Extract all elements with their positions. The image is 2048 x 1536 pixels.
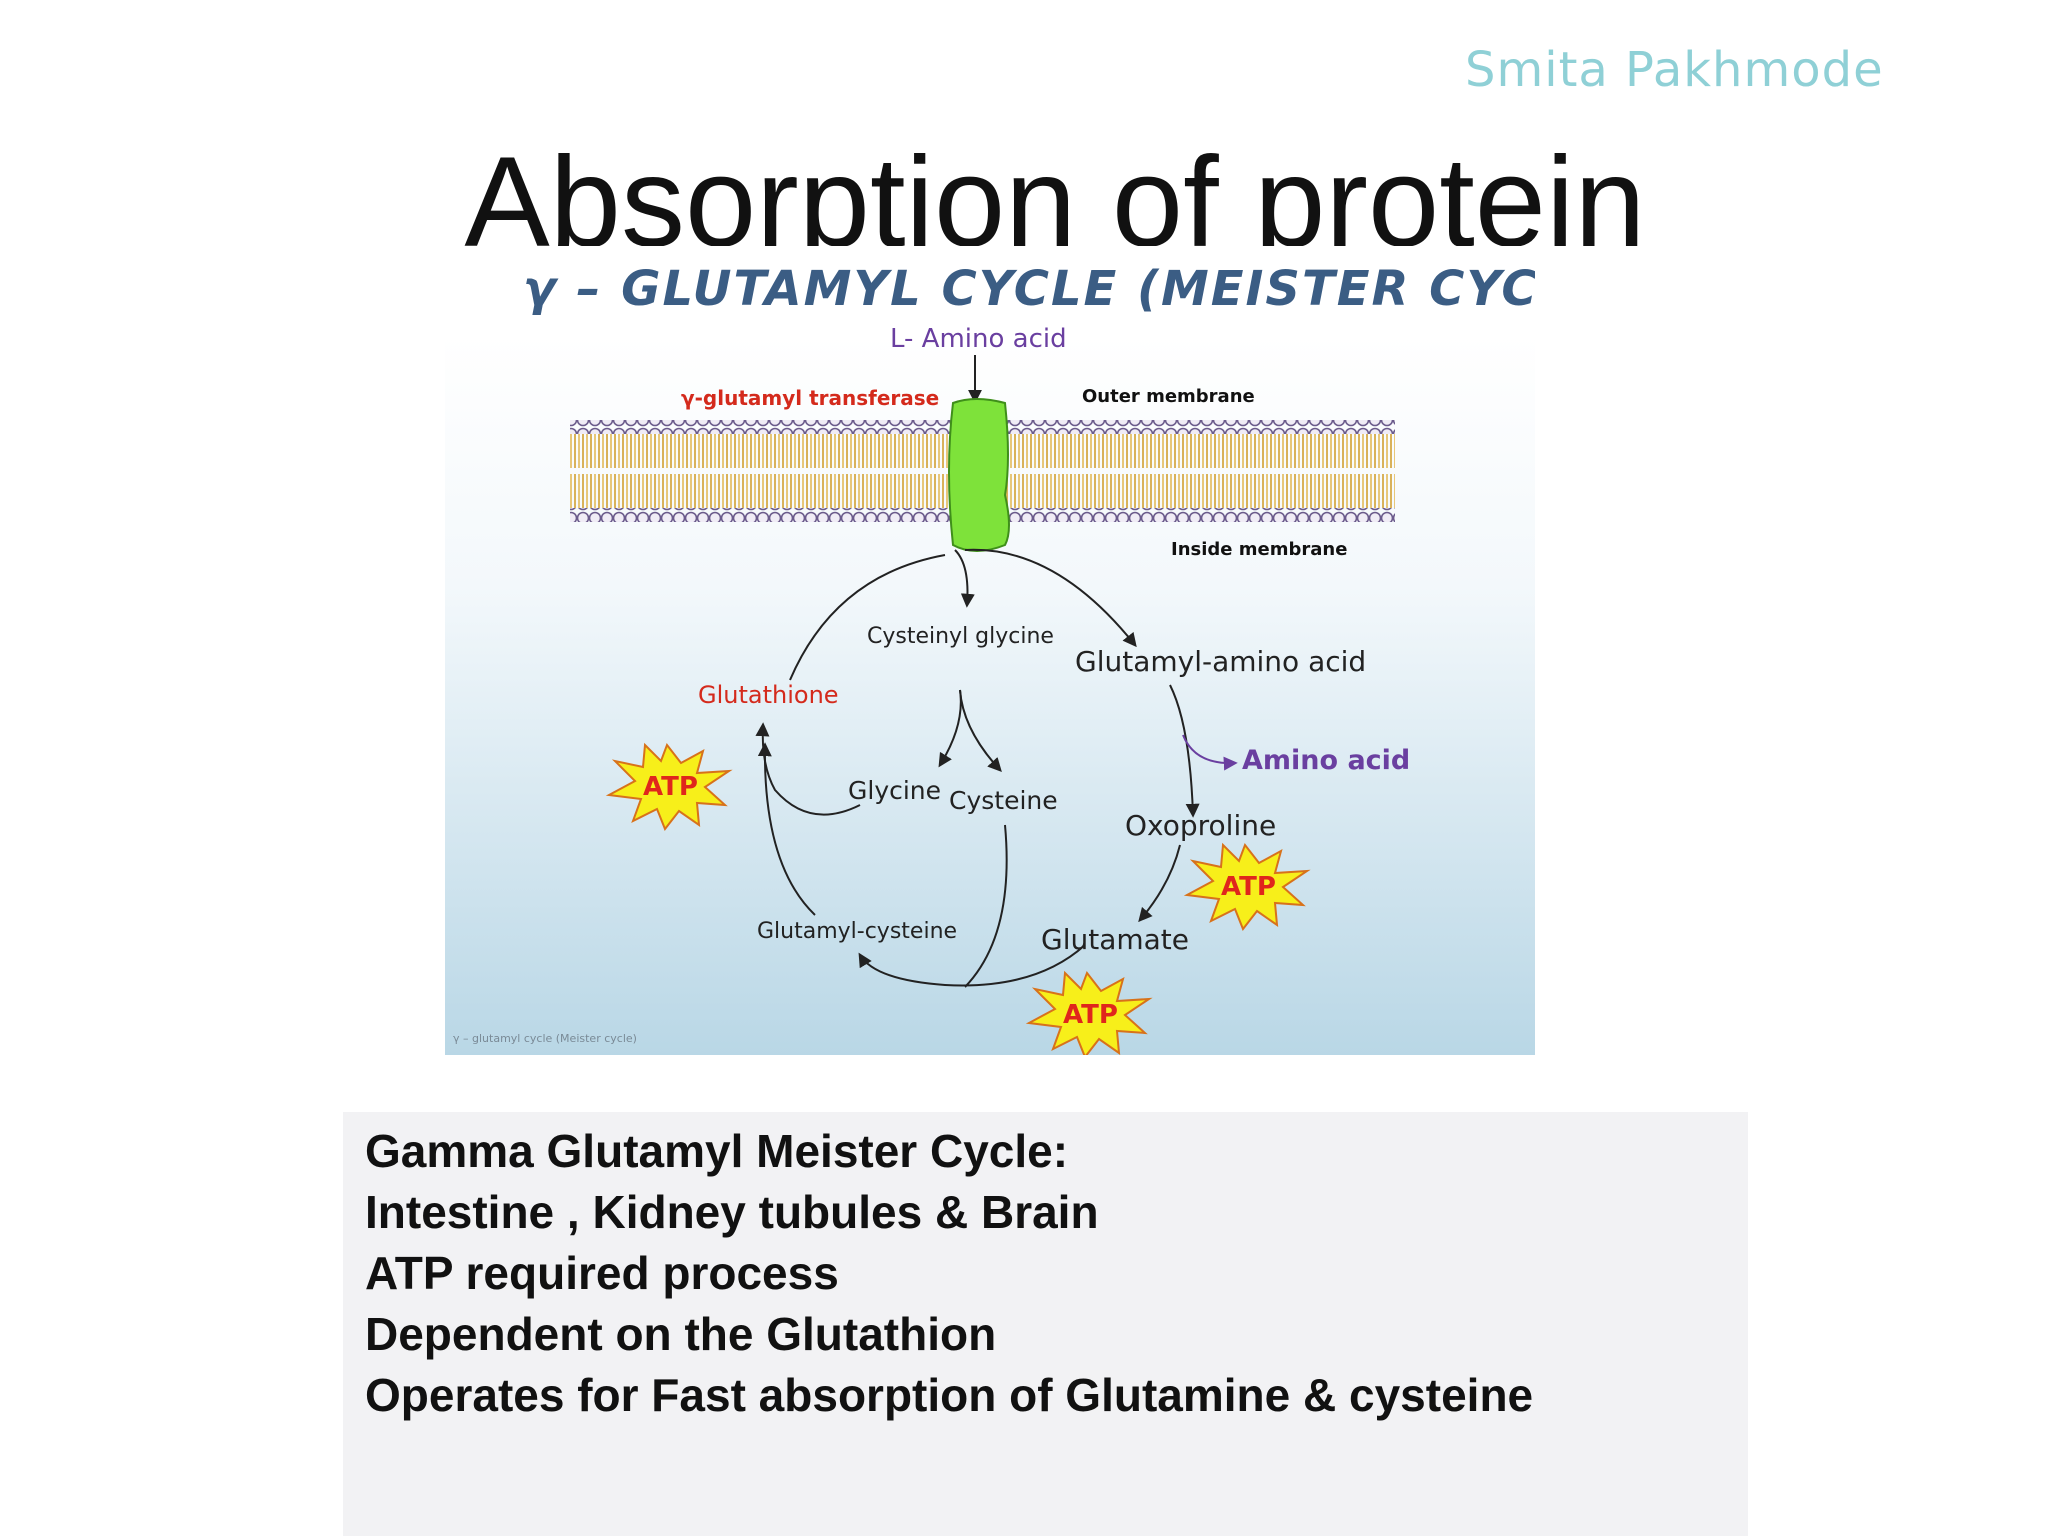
glutamate-label: Glutamate xyxy=(1041,923,1189,956)
glutathione-label: Glutathione xyxy=(698,681,839,709)
summary-box: Gamma Glutamyl Meister Cycle: Intestine … xyxy=(343,1112,1748,1536)
atp-label-left: ATP xyxy=(643,772,698,802)
summary-point: Intestine , Kidney tubules & Brain xyxy=(365,1186,1099,1238)
glutamyl-cysteine-label: Glutamyl-cysteine xyxy=(757,919,957,944)
enzyme-label: γ-glutamyl transferase xyxy=(681,386,939,410)
atp-label-right: ATP xyxy=(1221,872,1276,902)
summary-point: ATP required process xyxy=(365,1247,839,1299)
slide-title: Absorption of protein xyxy=(464,131,1646,246)
author-name: Smita Pakhmode xyxy=(1465,42,1884,98)
outer-membrane-label: Outer membrane xyxy=(1082,386,1255,407)
glutamyl-amino-acid-label: Glutamyl-amino acid xyxy=(1075,645,1366,678)
atp-label-bottom: ATP xyxy=(1063,1000,1118,1030)
meister-cycle-diagram: γ – GLUTAMYL CYCLE (MEISTER CYCLE) L- Am… xyxy=(445,261,1535,1055)
diagram-caption: γ – glutamyl cycle (Meister cycle) xyxy=(453,1032,637,1045)
atp-burst-right: ATP xyxy=(1183,842,1311,931)
atp-burst-left: ATP xyxy=(605,742,733,831)
summary-point: Operates for Fast absorption of Glutamin… xyxy=(365,1369,1534,1421)
amino-acid-label: Amino acid xyxy=(1242,745,1410,776)
summary-point: Gamma Glutamyl Meister Cycle: xyxy=(365,1125,1069,1177)
atp-burst-bottom: ATP xyxy=(1025,970,1153,1055)
l-amino-acid-label: L- Amino acid xyxy=(890,324,1067,354)
cysteine-label: Cysteine xyxy=(949,786,1058,815)
glycine-label: Glycine xyxy=(848,776,941,805)
diagram-heading: γ – GLUTAMYL CYCLE (MEISTER CYCLE) xyxy=(523,261,1535,317)
oxoproline-label: Oxoproline xyxy=(1125,809,1276,842)
cysteinyl-glycine-label: Cysteinyl glycine xyxy=(867,624,1054,649)
cycle-arrows xyxy=(755,548,1238,988)
carrier-protein xyxy=(948,398,1010,552)
summary-point: Dependent on the Glutathion xyxy=(365,1308,997,1360)
title-container: Absorption of protein xyxy=(430,128,1680,246)
inside-membrane-label: Inside membrane xyxy=(1171,539,1347,560)
